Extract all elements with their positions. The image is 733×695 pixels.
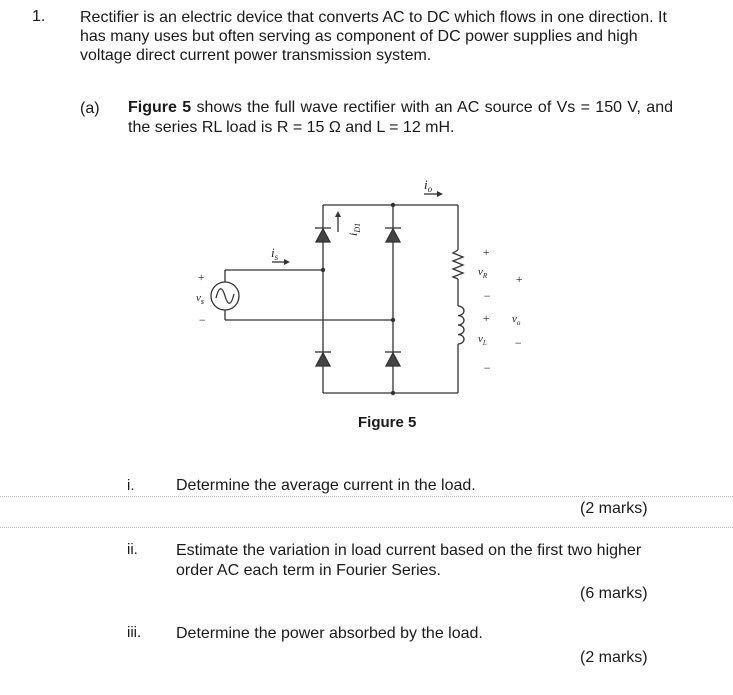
subquestion-marks: (2 marks) xyxy=(580,500,648,517)
divider-line xyxy=(0,496,733,497)
vr-label: vR xyxy=(478,266,488,280)
diode-d3-icon xyxy=(384,227,402,243)
vs-plus-sign: + xyxy=(197,270,205,284)
subquestion-text: Determine the power absorbed by the load… xyxy=(176,625,483,642)
question-intro: Rectifier is an electric device that con… xyxy=(80,9,667,64)
part-text: Figure 5 shows the full wave rectifier w… xyxy=(128,98,673,138)
figure-caption: Figure 5 xyxy=(358,414,417,431)
vl-minus-sign: − xyxy=(483,361,491,375)
io-label: io xyxy=(424,177,433,194)
junction-dot xyxy=(390,390,396,396)
vl-plus-sign: + xyxy=(482,311,490,325)
vr-minus-sign: − xyxy=(483,289,491,303)
is-label: is xyxy=(271,245,279,262)
vl-label: vL xyxy=(478,333,487,347)
inductor-icon xyxy=(457,305,465,345)
figure-reference: Figure 5 xyxy=(128,99,192,116)
id1-label: iD1 xyxy=(346,223,362,236)
diode-d1-icon xyxy=(314,227,332,243)
subquestion-number: ii. xyxy=(127,541,138,558)
vr-plus-sign: + xyxy=(482,245,490,259)
subquestion-number: i. xyxy=(127,477,135,494)
part-label: (a) xyxy=(80,100,100,117)
part-description: shows the full wave rectifier with an AC… xyxy=(128,99,673,136)
ac-source-icon xyxy=(210,281,240,311)
io-arrow-head xyxy=(437,191,443,197)
junction-dot xyxy=(390,317,396,323)
resistor-icon xyxy=(451,249,465,280)
subquestion-text: Estimate the variation in load current b… xyxy=(176,542,642,579)
diode-d2-icon xyxy=(384,351,402,367)
subquestion-marks: (2 marks) xyxy=(580,649,648,666)
vo-minus-sign: − xyxy=(514,336,522,350)
vs-minus-sign: − xyxy=(198,313,206,327)
question-number: 1. xyxy=(32,8,46,25)
vo-plus-sign: + xyxy=(515,272,523,286)
diode-d4-icon xyxy=(314,351,332,367)
vo-label: vo xyxy=(512,313,521,327)
subquestion-number: iii. xyxy=(127,624,142,641)
divider-line xyxy=(0,527,733,528)
subquestion-marks: (6 marks) xyxy=(580,585,648,602)
id1-arrow-head xyxy=(335,211,341,217)
junction-dot xyxy=(320,267,326,273)
vs-label: vs xyxy=(196,292,204,306)
subquestion-text: Determine the average current in the loa… xyxy=(176,477,476,494)
rectifier-circuit-diagram: io is iD1 + vs − + vR − + vL − + vo − xyxy=(196,177,523,396)
sine-wave-icon xyxy=(215,288,235,304)
is-arrow-head xyxy=(284,259,290,265)
junction-dot xyxy=(390,202,396,208)
